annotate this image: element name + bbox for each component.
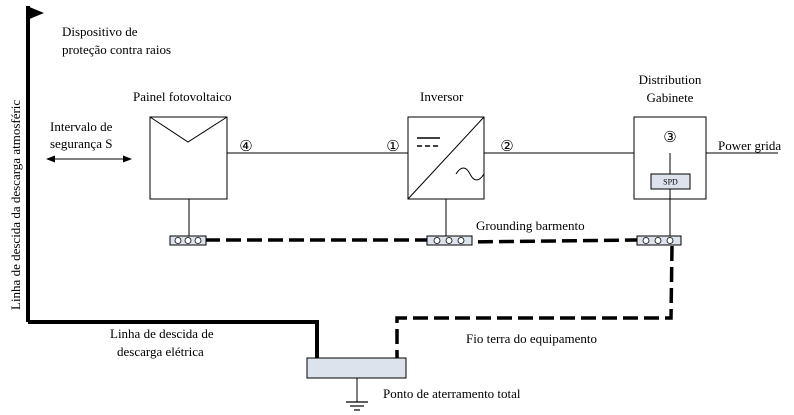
air-terminal-flag-icon (27, 6, 44, 20)
grounding-bar-cabinet (636, 235, 682, 246)
distribution-cabinet: SPD (633, 116, 707, 240)
total-ground-label: Ponto de aterramento total (383, 386, 521, 401)
spd-label: SPD (663, 178, 678, 187)
inverter-label: Inversor (420, 89, 464, 104)
spd-box (650, 173, 691, 190)
marker-4: ④ (239, 137, 252, 155)
safety-interval-arrow-icon (46, 155, 132, 163)
marker-2: ② (500, 137, 513, 155)
ac-symbol-icon (455, 167, 485, 181)
spd-device-label-line2: proteção contra raios (62, 42, 171, 57)
distribution-label-line2: Gabinete (647, 90, 694, 105)
power-grid-label: Power grida (718, 138, 781, 153)
distribution-label-line1: Distribution (639, 72, 702, 87)
safety-interval-label-line2: segurança S (50, 136, 112, 151)
marker-3: ③ (663, 128, 676, 146)
equipment-ground-label: Fio terra do equipamento (466, 331, 597, 346)
grounding-bar-label: Grounding barmento (476, 218, 585, 233)
pv-panel (149, 116, 228, 240)
vertical-downline-label: Linha de descida da descarga atmosféric (8, 100, 23, 310)
lightning-rod (26, 6, 44, 322)
marker-1: ① (386, 137, 399, 155)
down-conductor-line (28, 320, 319, 358)
down-conductor-label-line1: Linha de descida de (110, 326, 214, 341)
ground-symbol-icon (346, 401, 368, 411)
inverter-box (407, 116, 485, 240)
pv-panel-label: Painel fotovoltaico (133, 89, 232, 104)
total-grounding-point (306, 357, 407, 411)
safety-interval-label-line1: Intervalo de (50, 119, 113, 134)
spd-device-label-line1: Dispositivo de (62, 24, 138, 39)
equipment-grounding-line (205, 238, 674, 358)
grounding-bar-inverter (426, 235, 473, 246)
pv-panel-symbol-icon (149, 116, 228, 143)
down-conductor-label-line2: descarga elétrica (117, 344, 204, 359)
grounding-bar-pv (169, 235, 207, 246)
